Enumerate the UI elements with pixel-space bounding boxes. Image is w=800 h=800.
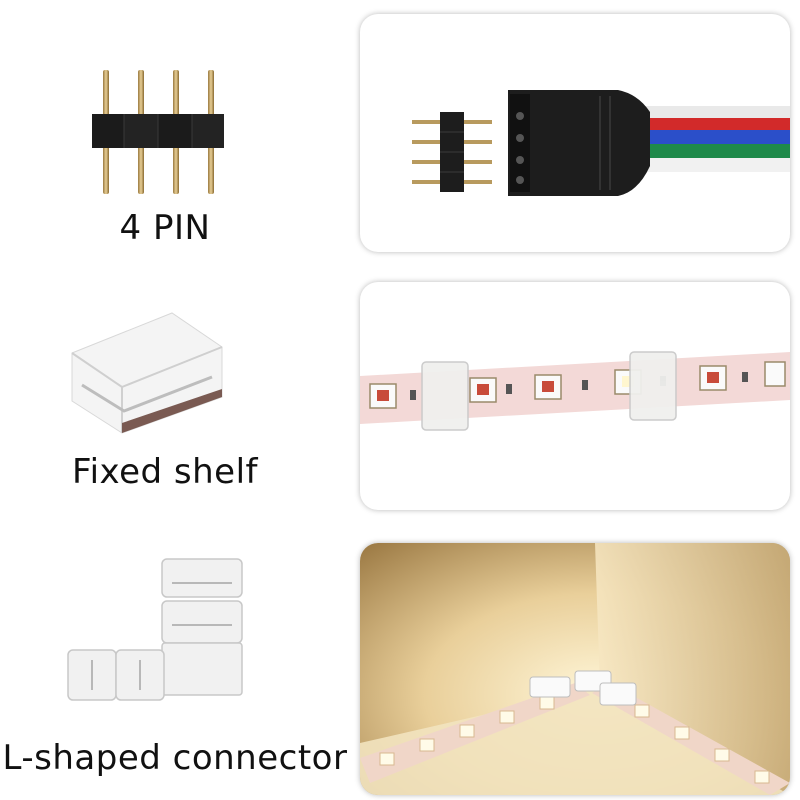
fixed-shelf-label: Fixed shelf — [71, 452, 258, 492]
corner-installation-card — [360, 543, 790, 795]
l-shaped-connector-icon — [62, 555, 252, 705]
led-strip-card — [360, 282, 790, 510]
corner-led-installation-icon — [360, 543, 790, 795]
rgb-cable-connector-icon — [412, 90, 790, 196]
four-pin-label: 4 PIN — [119, 208, 211, 248]
l-shaped-connector-label: L-shaped connector — [2, 738, 348, 778]
fixed-shelf-clip-icon — [62, 305, 232, 435]
rgb-cable-connector-card — [360, 14, 790, 252]
four-pin-header-icon — [88, 68, 248, 198]
led-strip-with-clips-icon — [360, 351, 790, 431]
